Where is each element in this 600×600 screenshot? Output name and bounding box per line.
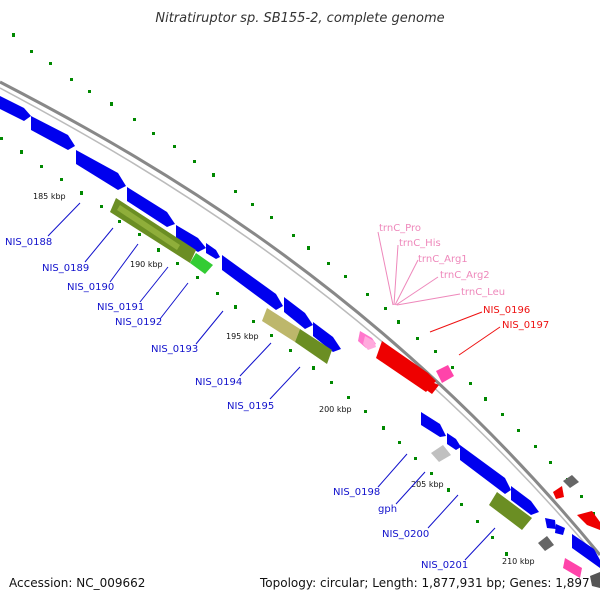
- trna-cluster-icon-b[interactable]: [363, 336, 376, 350]
- gene-upper-arrow-a[interactable]: [421, 412, 446, 437]
- gene-pink-bottom[interactable]: [563, 558, 582, 578]
- lower-strand-genes: [421, 412, 600, 588]
- rna-label-trnC_Leu[interactable]: trnC_Leu: [461, 287, 505, 298]
- gene-NIS_0198-arrow[interactable]: [460, 445, 511, 494]
- kbp-label-185: 185 kbp: [33, 192, 66, 201]
- kbp-label-205: 205 kbp: [411, 480, 444, 489]
- accession-text: Accession: NC_009662: [9, 576, 145, 590]
- gene-label-NIS_0197[interactable]: NIS_0197: [502, 320, 549, 331]
- gene-blue-right[interactable]: [572, 534, 600, 568]
- gene-NIS_0195-arrow[interactable]: [313, 322, 341, 352]
- rna-label-trnC_His[interactable]: trnC_His: [399, 238, 441, 249]
- genome-backbone: [0, 80, 600, 556]
- gene-NIS_0189-arrow[interactable]: [31, 116, 75, 150]
- gene-NIS_0197-red-small[interactable]: [425, 380, 439, 394]
- gene-label-NIS_0188[interactable]: NIS_0188: [5, 237, 52, 248]
- gene-label-NIS_0190[interactable]: NIS_0190: [67, 282, 114, 293]
- gene-label-NIS_0200[interactable]: NIS_0200: [382, 529, 429, 540]
- gene-NIS_0191-olive-light[interactable]: [117, 205, 180, 250]
- gene-label-NIS_0189[interactable]: NIS_0189: [42, 263, 89, 274]
- gene-blue-small-a[interactable]: [545, 518, 556, 529]
- gene-label-NIS_0191[interactable]: NIS_0191: [97, 302, 144, 313]
- rna-label-trnC_Pro[interactable]: trnC_Pro: [379, 223, 421, 234]
- red-leader-lines: [429, 311, 501, 356]
- gene-block-d-arrow[interactable]: [206, 243, 220, 259]
- gene-leader-lines: [47, 202, 496, 561]
- gene-label-NIS_0192[interactable]: NIS_0192: [115, 317, 162, 328]
- gene-label-NIS_0193[interactable]: NIS_0193: [151, 344, 198, 355]
- gene-red-small-a[interactable]: [553, 486, 564, 499]
- gene-NIS_0194-arrow[interactable]: [284, 297, 313, 329]
- topology-text: Topology: circular; Length: 1,877,931 bp…: [259, 576, 590, 590]
- inner-tick-ring: [0, 137, 508, 556]
- gene-label-gph[interactable]: gph: [378, 504, 397, 515]
- genome-backbone-inner: [0, 87, 600, 562]
- gene-label-NIS_0195[interactable]: NIS_0195: [227, 401, 274, 412]
- gene-NIS_0192-green[interactable]: [190, 253, 213, 274]
- kbp-label-190: 190 kbp: [130, 260, 163, 269]
- gene-grey-box-a[interactable]: [563, 475, 579, 488]
- trna-leader-lines: [377, 231, 461, 306]
- gene-pink-square[interactable]: [436, 365, 454, 383]
- gene-red-small-b[interactable]: [577, 511, 600, 530]
- gene-block-c-arrow[interactable]: [176, 225, 206, 252]
- gene-NIS_0200-olive[interactable]: [489, 492, 532, 530]
- gene-grey-box-b[interactable]: [538, 536, 554, 551]
- rna-label-trnC_Arg2[interactable]: trnC_Arg2: [440, 270, 490, 281]
- gene-NIS_0193-arrow[interactable]: [222, 255, 283, 310]
- kbp-label-195: 195 kbp: [226, 332, 259, 341]
- gene-NIS_0188-arrow[interactable]: [0, 96, 31, 121]
- gene-NIS_0196-red[interactable]: [376, 341, 436, 392]
- gene-label-NIS_0196[interactable]: NIS_0196: [483, 305, 530, 316]
- gene-label-NIS_0201[interactable]: NIS_0201: [421, 560, 468, 571]
- outer-tick-ring: [12, 33, 595, 515]
- gene-grey-bottom[interactable]: [590, 572, 600, 588]
- kbp-label-210: 210 kbp: [502, 557, 535, 566]
- rna-label-trnC_Arg1[interactable]: trnC_Arg1: [418, 254, 468, 265]
- map-title: Nitratiruptor sp. SB155-2, complete geno…: [155, 11, 444, 26]
- gene-lightgrey-box[interactable]: [431, 445, 451, 462]
- gene-upper-arrow-b[interactable]: [447, 433, 461, 450]
- gene-label-NIS_0198[interactable]: NIS_0198: [333, 487, 380, 498]
- gene-NIS_0194-khaki[interactable]: [262, 308, 300, 342]
- kbp-label-200: 200 kbp: [319, 405, 352, 414]
- gene-label-NIS_0194[interactable]: NIS_0194: [195, 377, 242, 388]
- gene-gph-arrow[interactable]: [511, 486, 539, 515]
- gene-block-a-arrow[interactable]: [76, 150, 126, 190]
- gene-blue-small-b[interactable]: [555, 524, 565, 535]
- gene-NIS_0195-olive[interactable]: [295, 329, 332, 364]
- gene-block-b-arrow[interactable]: [127, 187, 175, 227]
- forward-strand-genes: [0, 96, 341, 352]
